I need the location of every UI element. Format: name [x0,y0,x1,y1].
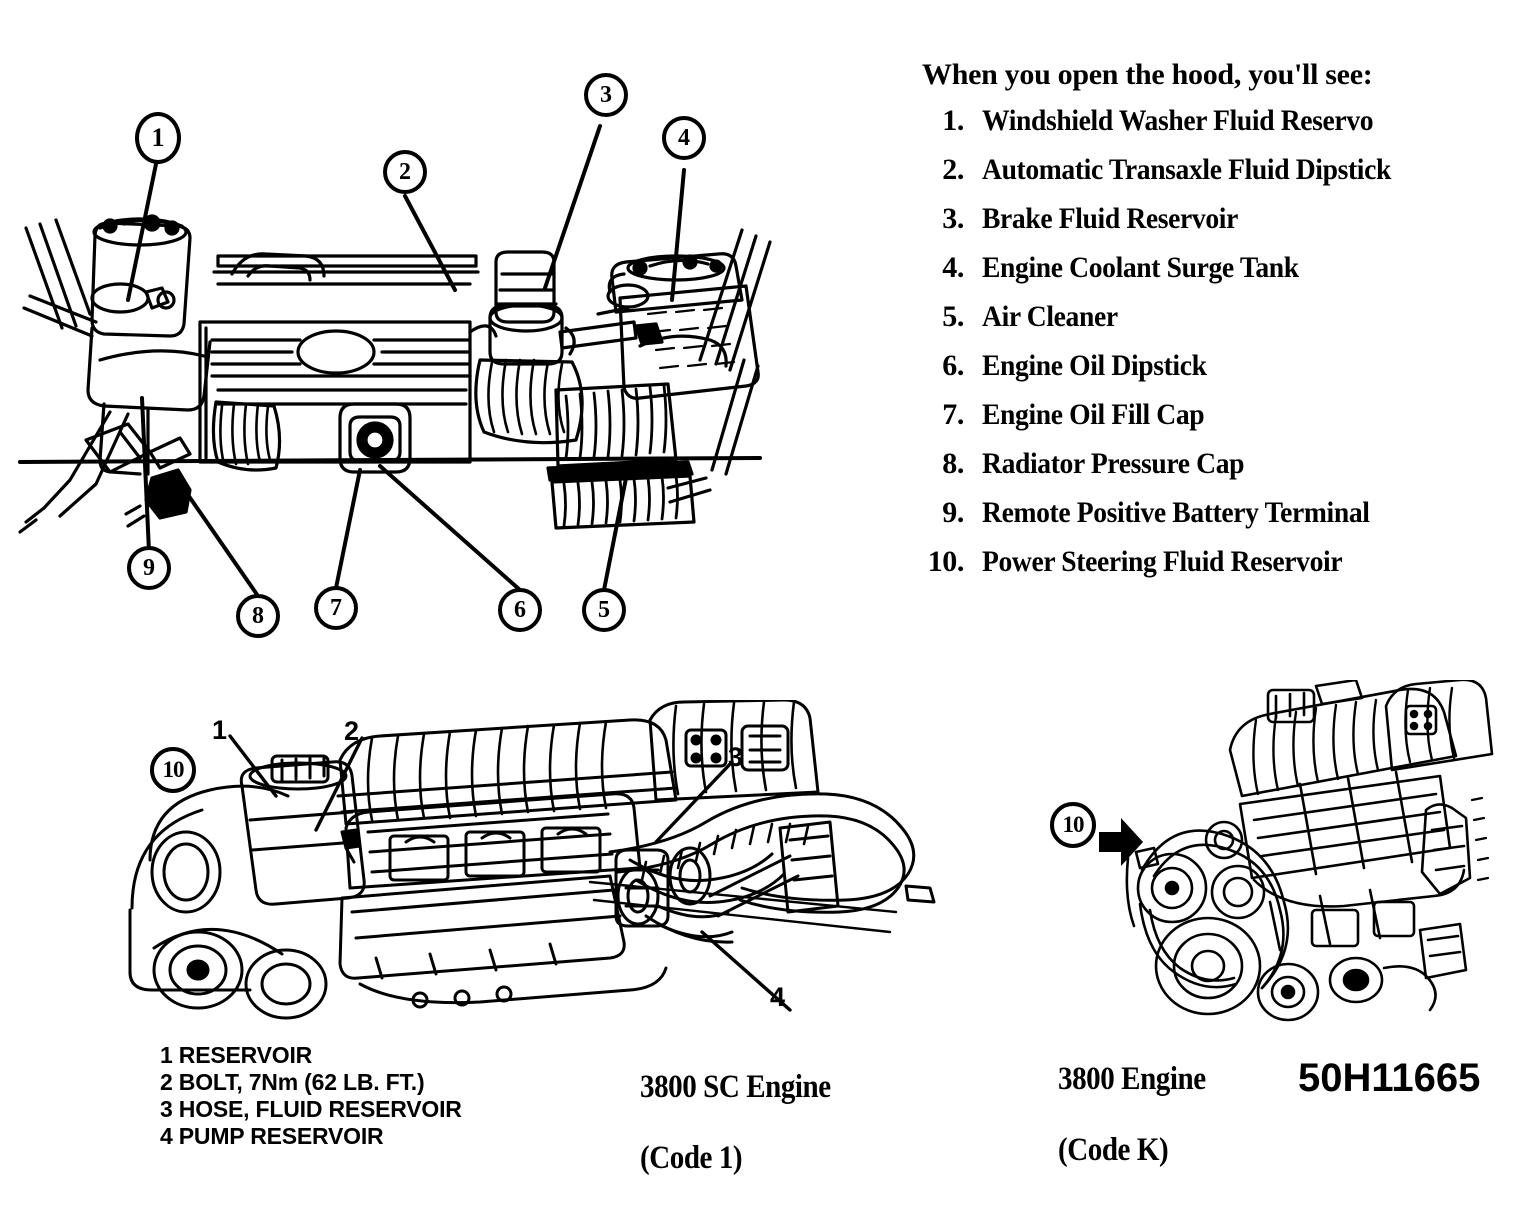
sc-engine-illustration [128,700,936,1020]
callout-6-label: 6 [514,596,526,623]
callout-2[interactable]: 2 [383,150,427,194]
legend-heading: When you open the hood, you'll see: [922,58,1373,91]
callout-1-label: 1 [151,123,165,152]
legend-item-1-number: 1. [942,104,964,137]
code-k-engine-caption: 3800 Engine (Code K) [1058,1026,1226,1204]
legend-item-1-label: Windshield Washer Fluid Reservo [982,104,1374,137]
callout-9[interactable]: 9 [127,546,171,590]
code-k-pointer-arrow [1099,818,1143,866]
callout-2-label: 2 [399,158,411,185]
sc-engine-caption: 3800 SC Engine (Code 1) [640,1034,857,1212]
sc-label-4: 4 [770,982,786,1012]
legend-item-8: 8. Radiator Pressure Cap [908,449,1532,479]
legend-item-8-label: Radiator Pressure Cap [982,447,1245,480]
ps-key-item-4: 4 PUMP RESERVOIR [160,1122,384,1149]
sc-diagram-badge-10[interactable]: 10 [150,747,196,793]
sc-label-leaders [228,734,792,1012]
legend-item-6-number: 6. [942,349,964,382]
legend-item-8-number: 8. [942,447,964,480]
legend-item-1: 1. Windshield Washer Fluid Reservo [908,106,1532,136]
legend-item-list: 1. Windshield Washer Fluid Reservo 2. Au… [908,106,1532,577]
code-k-badge-10[interactable]: 10 [1050,802,1096,848]
legend-item-2: 2. Automatic Transaxle Fluid Dipstick [908,155,1532,185]
legend-item-9-number: 9. [942,496,964,529]
legend-item-7: 7. Engine Oil Fill Cap [908,400,1532,430]
legend-item-7-label: Engine Oil Fill Cap [982,398,1205,431]
callout-4[interactable]: 4 [662,116,706,160]
legend-item-3-label: Brake Fluid Reservoir [982,202,1238,235]
legend-item-4-label: Engine Coolant Surge Tank [982,251,1299,284]
legend-item-10: 10. Power Steering Fluid Reservoir [908,547,1532,577]
code-k-engine-illustration [1125,680,1494,1022]
sc-label-2: 2 [344,716,360,746]
callout-7-label: 7 [330,594,342,621]
legend-item-3-number: 3. [942,202,964,235]
ps-key-item-3: 3 HOSE, FLUID RESERVOIR [160,1095,462,1122]
sc-caption-line2: (Code 1) [640,1139,743,1176]
part-number: 50H11665 [1298,1056,1481,1100]
legend-item-4-number: 4. [942,251,964,284]
legend-item-9-label: Remote Positive Battery Terminal [982,496,1370,529]
callout-6[interactable]: 6 [498,588,542,632]
code-k-badge-label: 10 [1062,812,1085,837]
callout-5-label: 5 [598,596,610,623]
hood-component-legend: When you open the hood, you'll see: 1. W… [908,58,1532,596]
legend-item-4: 4. Engine Coolant Surge Tank [908,253,1532,283]
callout-5[interactable]: 5 [582,588,626,632]
callout-8-label: 8 [252,602,264,629]
legend-item-2-label: Automatic Transaxle Fluid Dipstick [982,153,1391,186]
legend-item-5: 5. Air Cleaner [908,302,1532,332]
code-k-caption-line2: (Code K) [1058,1131,1169,1168]
callout-7[interactable]: 7 [314,586,358,630]
legend-item-9: 9. Remote Positive Battery Terminal [908,498,1532,528]
power-steering-key-list: 1 RESERVOIR 2 BOLT, 7Nm (62 LB. FT.) 3 H… [160,1042,462,1150]
legend-item-6: 6. Engine Oil Dipstick [908,351,1532,381]
legend-item-10-number: 10. [927,545,965,578]
legend-item-5-label: Air Cleaner [982,300,1118,333]
legend-item-3: 3. Brake Fluid Reservoir [908,204,1532,234]
sc-label-1: 1 [212,715,228,745]
callout-8[interactable]: 8 [236,594,280,638]
legend-item-2-number: 2. [942,153,964,186]
callout-9-label: 9 [143,554,155,581]
top-callout-leaders [126,124,686,598]
legend-item-7-number: 7. [942,398,964,431]
code-k-caption-line1: 3800 Engine [1058,1060,1206,1097]
sc-label-3: 3 [728,742,744,772]
ps-key-item-1: 1 RESERVOIR [160,1042,313,1068]
callout-4-label: 4 [678,124,690,151]
sc-caption-line1: 3800 SC Engine [640,1068,831,1105]
sc-badge-label: 10 [162,757,185,782]
legend-item-10-label: Power Steering Fluid Reservoir [982,545,1343,578]
callout-3-label: 3 [600,81,612,108]
callout-1[interactable]: 1 [135,112,181,164]
callout-3[interactable]: 3 [584,73,628,117]
legend-item-6-label: Engine Oil Dipstick [982,349,1207,382]
legend-item-5-number: 5. [942,300,964,333]
ps-key-item-2: 2 BOLT, 7Nm (62 LB. FT.) [160,1068,425,1095]
